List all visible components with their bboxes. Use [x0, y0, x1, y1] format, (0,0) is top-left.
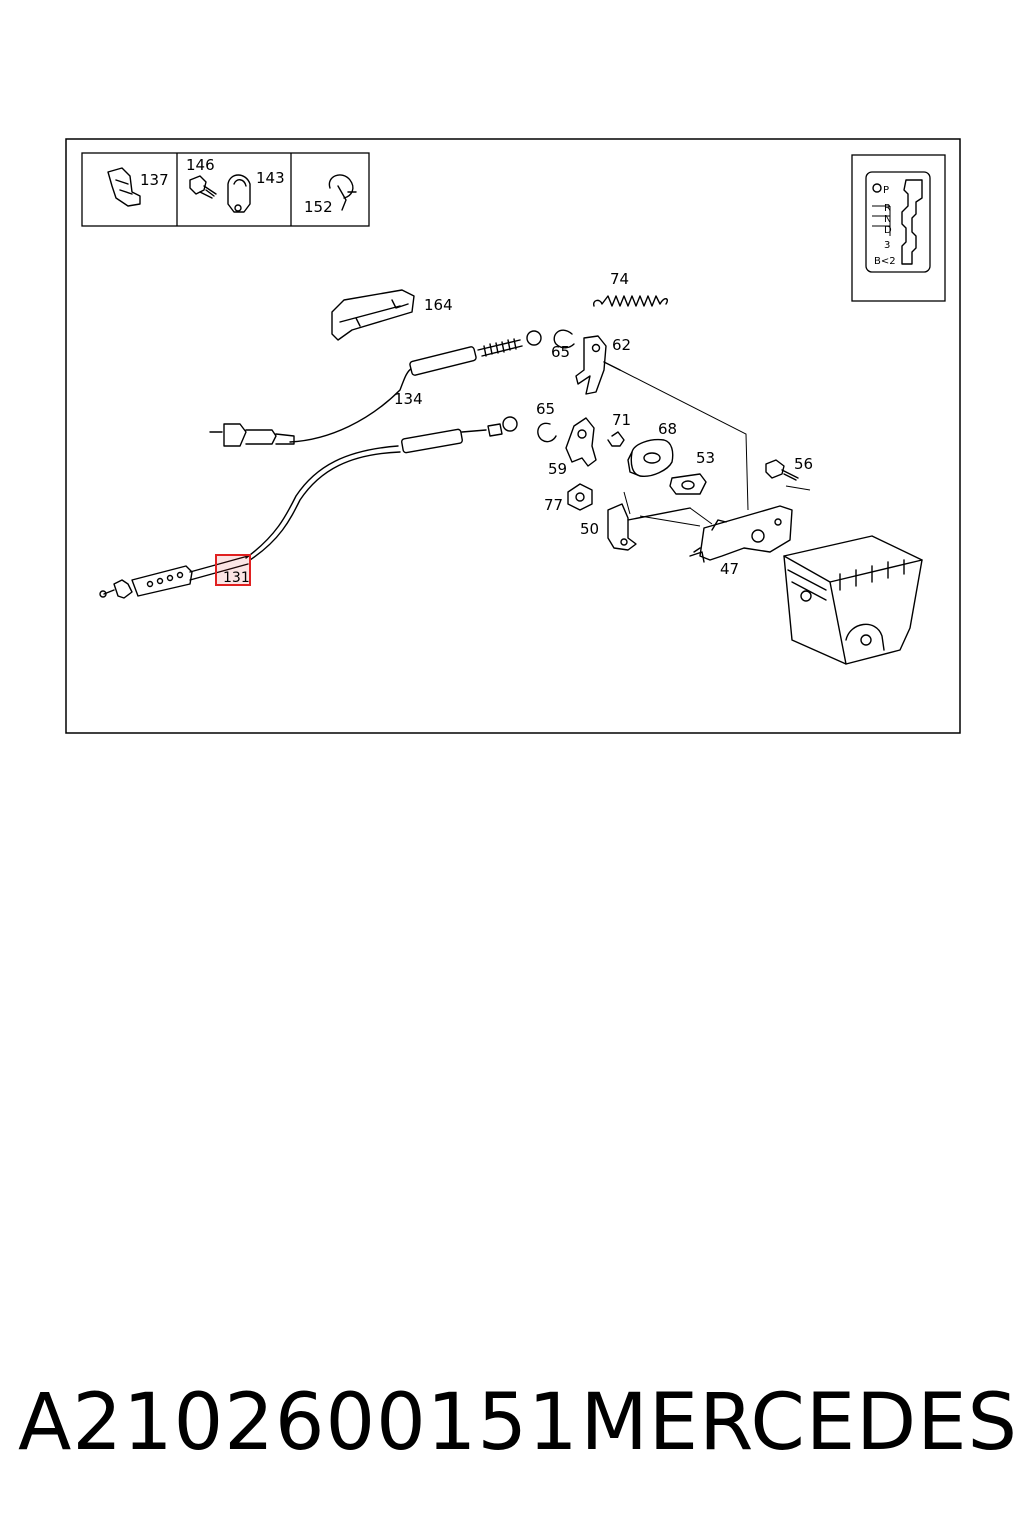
cam-68-icon: [627, 438, 674, 477]
label-68: 68: [658, 420, 677, 438]
label-134: 134: [394, 390, 423, 408]
highlight-131[interactable]: [215, 554, 251, 586]
nut-77-icon: [567, 483, 593, 511]
label-56: 56: [794, 455, 813, 473]
gear-d: D: [884, 225, 892, 236]
clip-137-icon: [107, 167, 141, 207]
gear-3: 3: [884, 240, 890, 251]
inset-panel: 137 146 143 152: [81, 152, 370, 227]
gear-r: R: [884, 203, 891, 214]
shift-gate-inset: P R N D 3 B<2: [851, 154, 946, 302]
label-77: 77: [544, 496, 563, 514]
cable-134-icon: [209, 330, 542, 447]
clip-71-icon: [607, 431, 625, 447]
label-131: 131: [223, 570, 250, 586]
label-71: 71: [612, 411, 631, 429]
label-65-lower: 65: [536, 400, 555, 418]
gear-b2: B<2: [874, 256, 896, 267]
label-146: 146: [186, 156, 215, 174]
screw-146-icon: [189, 175, 217, 199]
clamp-143-icon: [227, 174, 251, 213]
label-143: 143: [256, 169, 285, 187]
label-152: 152: [304, 198, 333, 216]
gear-p: P: [883, 185, 889, 196]
clip-65-upper-icon: [553, 329, 575, 349]
screw-56-icon: [765, 459, 799, 481]
label-59: 59: [548, 460, 567, 478]
cable-131-icon: [99, 416, 518, 599]
label-53: 53: [696, 449, 715, 467]
label-62: 62: [612, 336, 631, 354]
parts-diagram: 137 146 143 152 P R N D 3 B<2 164 74: [65, 138, 961, 734]
bracket-50-icon: [607, 503, 691, 551]
cover-164-icon: [331, 289, 415, 341]
shifter-housing-icon: [783, 535, 923, 665]
part-number: A2102600151: [18, 1378, 579, 1468]
plate-53-icon: [669, 473, 707, 495]
clip-65-lower-icon: [537, 422, 557, 443]
diagram-frame: [65, 138, 961, 734]
clip-152-icon: [328, 174, 357, 211]
gate-assembly-47-icon: [689, 505, 793, 563]
lever-62-icon: [575, 335, 621, 395]
caption-bar: A2102600151 MERCEDES: [18, 1368, 1018, 1478]
lever-59-icon: [565, 417, 597, 467]
label-50: 50: [580, 520, 599, 538]
label-164: 164: [424, 296, 453, 314]
spring-74-icon: [592, 295, 669, 307]
label-65-upper: 65: [551, 343, 570, 361]
gear-n: N: [884, 214, 891, 225]
leader-lines: [619, 369, 811, 527]
label-74: 74: [610, 270, 629, 288]
label-137: 137: [140, 171, 169, 189]
brand-name: MERCEDES: [580, 1378, 1018, 1468]
label-47: 47: [720, 560, 739, 578]
